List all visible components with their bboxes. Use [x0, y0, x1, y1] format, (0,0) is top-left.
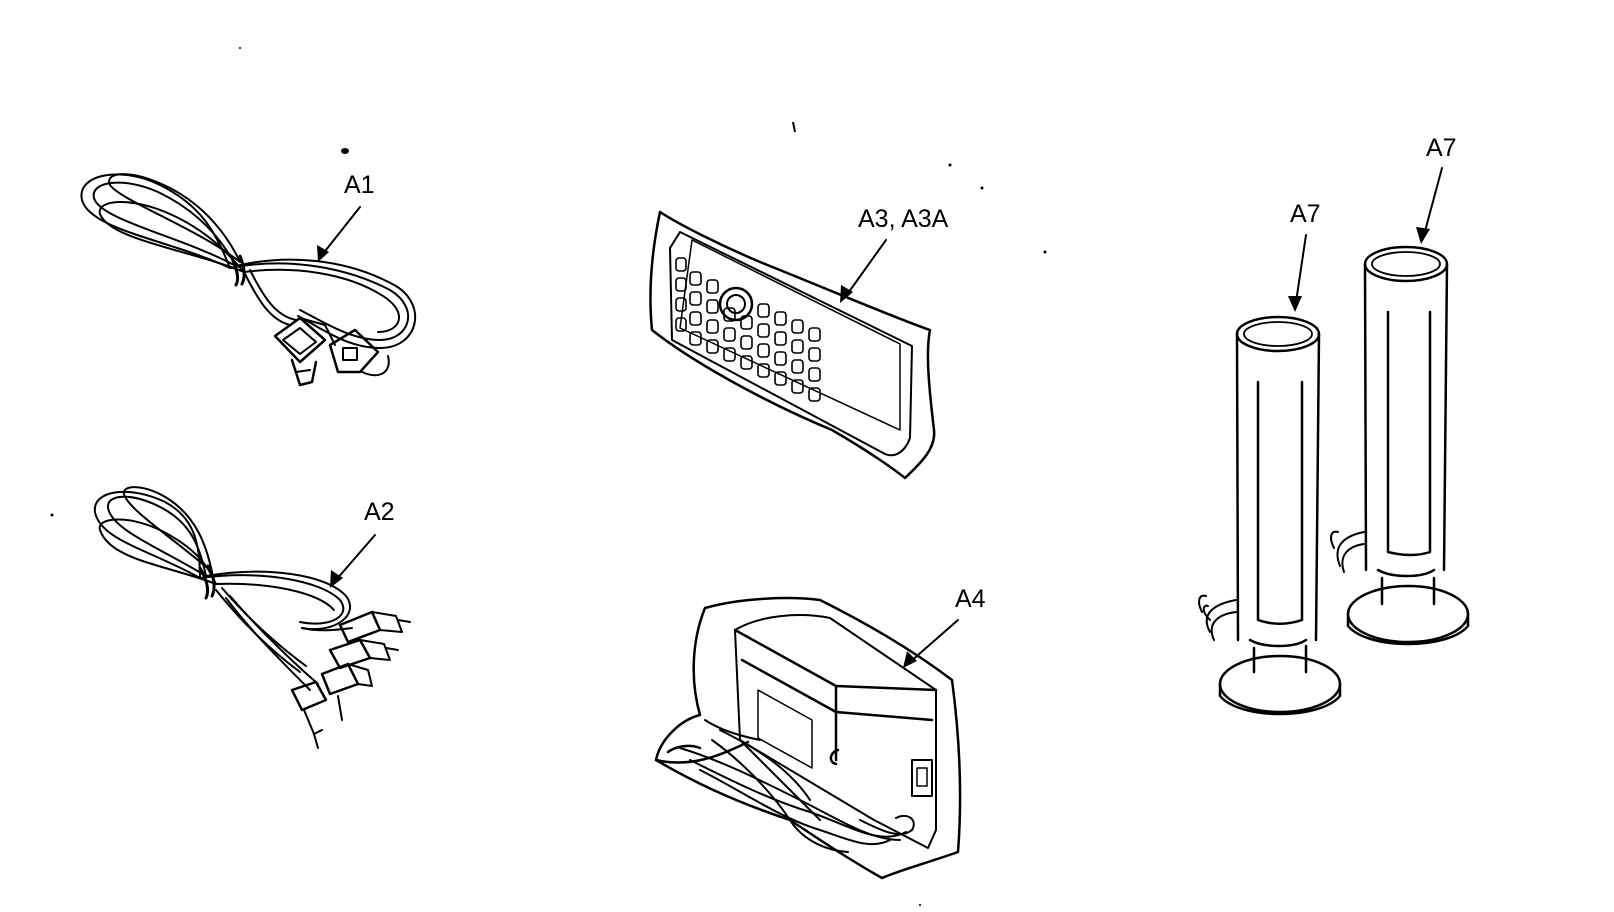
av-cable-icon	[93, 486, 411, 749]
remote-button	[706, 319, 719, 334]
remote-button	[808, 347, 821, 362]
callout-a4: A4	[903, 585, 986, 668]
leader-line-a1	[321, 206, 361, 256]
remote-button	[774, 311, 787, 326]
remote-button	[774, 371, 787, 386]
remote-button	[808, 327, 821, 342]
remote-button	[740, 355, 753, 370]
bagged-accessory-box-icon	[654, 596, 962, 880]
remote-button	[791, 319, 804, 334]
arrowhead-a2	[330, 570, 343, 588]
remote-button	[706, 279, 719, 294]
callout-label-a7-right: A7	[1426, 134, 1457, 162]
remote-button	[757, 323, 770, 338]
arrowhead-a7-right	[1416, 227, 1430, 244]
remote-button	[723, 347, 736, 362]
leader-line-a7-right	[1423, 167, 1443, 236]
remote-button	[808, 387, 821, 402]
remote-button	[791, 379, 804, 394]
callout-label-a4: A4	[955, 585, 986, 613]
remote-button	[791, 359, 804, 374]
callout-a2: A2	[330, 498, 395, 588]
remote-button	[675, 297, 687, 312]
remote-button-grid	[675, 257, 821, 402]
callout-a7-right: A7	[1416, 134, 1457, 244]
remote-button	[757, 363, 770, 378]
remote-button	[774, 351, 787, 366]
remote-button	[723, 307, 736, 322]
arrowhead-a3	[840, 285, 853, 303]
callout-a1: A1	[317, 171, 375, 262]
leader-line-a3	[845, 239, 887, 297]
leader-line-a4	[909, 619, 959, 663]
remote-button	[740, 335, 753, 350]
remote-button	[774, 331, 787, 346]
power-cord-icon	[80, 173, 416, 387]
callout-label-a1: A1	[344, 171, 375, 199]
arrowhead-a4	[903, 651, 917, 668]
arrowhead-a7-left	[1288, 296, 1302, 312]
callout-a3: A3, A3A	[840, 205, 949, 303]
remote-button	[689, 291, 702, 306]
remote-button	[689, 311, 702, 326]
leader-line-a7-left	[1295, 234, 1307, 303]
remote-button	[757, 303, 770, 318]
remote-button	[675, 257, 687, 272]
callout-a7-left: A7	[1288, 200, 1321, 312]
remote-button	[706, 299, 719, 314]
remote-control-icon	[649, 210, 936, 480]
tall-speaker-icon	[1198, 315, 1342, 716]
remote-button	[689, 271, 702, 286]
remote-button	[706, 339, 719, 354]
remote-button	[689, 331, 702, 346]
remote-button	[723, 327, 736, 342]
arrowhead-a1	[317, 245, 329, 262]
tall-speaker-icon-2	[1330, 245, 1470, 646]
callout-label-a3: A3, A3A	[858, 205, 949, 233]
remote-button	[791, 339, 804, 354]
callout-label-a2: A2	[364, 498, 395, 526]
remote-button	[808, 367, 821, 382]
remote-button	[740, 315, 753, 330]
remote-button	[675, 277, 687, 292]
leader-line-a2	[335, 534, 376, 581]
scan-specks	[50, 47, 1047, 906]
remote-button	[757, 343, 770, 358]
remote-button	[675, 317, 687, 332]
callout-label-a7-left: A7	[1290, 200, 1321, 228]
